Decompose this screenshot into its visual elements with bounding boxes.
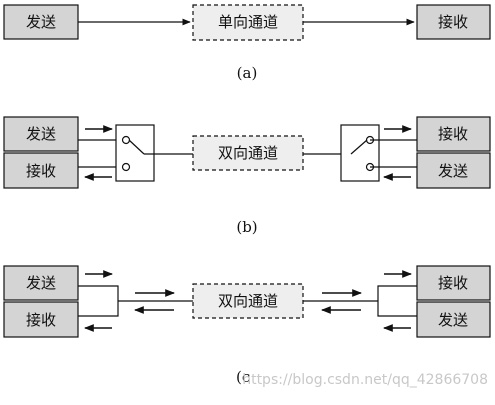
- left-receive-label: 接收: [26, 162, 56, 180]
- left-send-box-c: [3, 265, 79, 301]
- receiver-label: 接收: [438, 13, 468, 31]
- right-send-box-c: [416, 301, 491, 338]
- right-receive-label: 接收: [438, 125, 468, 143]
- receiver-box: [416, 4, 491, 40]
- caption-b: (b): [236, 218, 257, 236]
- right-connector-c: [377, 285, 417, 317]
- sender-box: [3, 4, 79, 40]
- right-switch-box: [340, 124, 380, 182]
- right-switch-blade: [350, 139, 368, 155]
- one-way-channel-label: 单向通道: [218, 13, 278, 31]
- two-way-channel-box-b: [192, 135, 304, 171]
- left-switch-box: [115, 124, 155, 182]
- right-send-box: [416, 152, 491, 189]
- left-send-label: 发送: [26, 125, 56, 143]
- diagram-b: 发送 接收 双向通道 接收 发送 (b): [3, 116, 491, 236]
- right-receive-box-c: [416, 265, 491, 301]
- left-send-box: [3, 116, 79, 152]
- left-switch-contact-bottom: [121, 162, 131, 172]
- right-receive-box: [416, 116, 491, 152]
- left-receive-box: [3, 152, 79, 189]
- caption-a: (a): [237, 64, 258, 82]
- left-send-label-c: 发送: [26, 274, 56, 292]
- diagram-c: 发送 接收 双向通道 接收 发送 (c: [3, 265, 491, 386]
- left-receive-box-c: [3, 301, 79, 338]
- caption-c: (c: [236, 368, 250, 386]
- left-switch-contact-top: [121, 135, 131, 145]
- right-send-label-c: 发送: [438, 311, 468, 329]
- right-receive-label-c: 接收: [438, 274, 468, 292]
- sender-label: 发送: [26, 13, 56, 31]
- two-way-channel-label-b: 双向通道: [218, 144, 278, 162]
- left-switch-blade: [128, 139, 145, 155]
- left-receive-label-c: 接收: [26, 311, 56, 329]
- right-send-label: 发送: [438, 162, 468, 180]
- watermark: https://blog.csdn.net/qq_42866708: [242, 372, 488, 388]
- two-way-channel-label-c: 双向通道: [218, 292, 278, 310]
- diagram-a: 发送 单向通道 接收 (a): [3, 4, 491, 82]
- left-connector-c: [78, 285, 119, 317]
